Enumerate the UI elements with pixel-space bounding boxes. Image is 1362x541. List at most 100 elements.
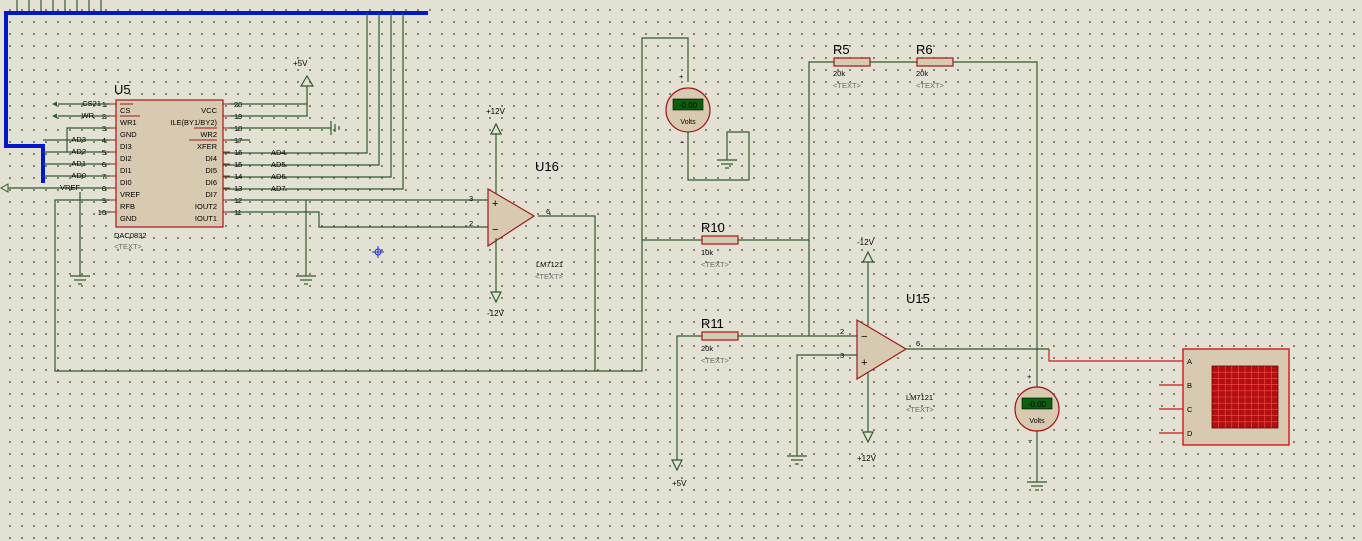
voltmeter-1-display: -0.00 xyxy=(679,101,698,110)
u16-vneg: -12V xyxy=(487,309,505,318)
voltmeter-2-plus: + xyxy=(1027,372,1032,381)
u5-pin4-num: 4 xyxy=(102,136,106,145)
probe-marker-icon[interactable] xyxy=(372,246,384,258)
u15-vtop: -12V xyxy=(857,238,875,247)
u15-pin-minus: 2 xyxy=(840,327,844,336)
net-ad3: AD3 xyxy=(71,135,86,144)
u15-ref: U15 xyxy=(906,291,930,306)
u16-vpos: +12V xyxy=(486,107,506,116)
u5-pin5-name: DI2 xyxy=(120,154,132,163)
u5-pin18-name: WR2 xyxy=(200,130,217,139)
r10-text: <TEXT> xyxy=(701,260,730,269)
resistor-r10[interactable]: R10 10k <TEXT> xyxy=(642,220,809,269)
net-ad1: AD1 xyxy=(71,159,86,168)
u5-pin6-name: DI1 xyxy=(120,166,132,175)
u15-part: LM7121 xyxy=(906,393,933,402)
scope-channel-c: C xyxy=(1187,405,1193,414)
plus5v-bottom-label: +5V xyxy=(672,479,687,488)
u5-pin12-name: IOUT2 xyxy=(195,202,217,211)
u5-pin17-name: XFER xyxy=(197,142,218,151)
voltmeter-2-unit: Volts xyxy=(1029,418,1045,425)
u5-pin11-name: IOUT1 xyxy=(195,214,217,223)
u5-pin7-name: DI0 xyxy=(120,178,132,187)
u15-pin-plus: 3 xyxy=(840,351,844,360)
u5-pin1-name: CS xyxy=(120,106,130,115)
vcc-plus5v-top[interactable]: +5V xyxy=(230,59,340,141)
scope-channel-a: A xyxy=(1187,357,1192,366)
r5-ref: R5 xyxy=(833,42,850,57)
svg-text:+: + xyxy=(861,357,867,369)
u5-pin6-num: 6 xyxy=(102,160,106,169)
r5-text: <TEXT> xyxy=(833,81,862,90)
u5-ref: U5 xyxy=(114,82,131,97)
net-wr: WR xyxy=(82,111,95,120)
r6-value: 20k xyxy=(916,69,928,78)
u5-pin13-name: DI7 xyxy=(205,190,217,199)
net-ad7: AD7 xyxy=(271,184,286,193)
u16-part: LM7121 xyxy=(536,260,563,269)
u16-text: <TEXT> xyxy=(535,272,564,281)
voltmeter-1[interactable]: -0.00 Volts + − xyxy=(665,72,750,181)
u5-part: DAC0832 xyxy=(114,231,147,240)
u5-pin8-name: VREF xyxy=(120,190,140,199)
r10-value: 10k xyxy=(701,248,713,257)
r5-value: 20k xyxy=(833,69,845,78)
u5-pin13-num: 13 xyxy=(234,184,242,193)
r11-value: 20k xyxy=(701,344,713,353)
voltmeter-1-unit: Volts xyxy=(680,119,696,126)
voltmeter-2-minus: − xyxy=(1028,436,1033,445)
net-ad5: AD5 xyxy=(271,160,286,169)
voltmeter-1-plus: + xyxy=(679,72,684,81)
u5-pin14-name: DI6 xyxy=(205,178,217,187)
voltmeter-2[interactable]: -0.00 Volts + − xyxy=(1014,372,1060,491)
voltmeter-1-minus: − xyxy=(680,138,685,147)
dac0832-u5[interactable]: U5 DAC0832 <TEXT> CS WR1 GND DI3 DI2 DI1… xyxy=(98,82,243,251)
svg-text:+: + xyxy=(492,198,498,210)
u5-pin10-name: GND xyxy=(120,214,137,223)
scope-screen-grid xyxy=(1212,366,1278,428)
voltmeter-2-display: -0.00 xyxy=(1028,400,1047,409)
svg-text:−: − xyxy=(861,331,867,343)
u5-text: <TEXT> xyxy=(114,242,143,251)
scope-channel-d: D xyxy=(1187,429,1193,438)
r11-ref: R11 xyxy=(701,316,724,331)
u15-vbot: +12V xyxy=(857,454,877,463)
u5-pin5-num: 5 xyxy=(102,148,106,157)
scope-channel-b: B xyxy=(1187,381,1192,390)
net-ad0: AD0 xyxy=(71,171,86,180)
u15-pin-out: 6 xyxy=(916,339,920,348)
u5-pin15-num: 15 xyxy=(234,160,242,169)
bus-taps-ad4-ad7 xyxy=(222,13,404,190)
u5-pin9-name: RFB xyxy=(120,202,135,211)
oscilloscope[interactable]: A B C D xyxy=(1048,348,1290,446)
u5-pin20-name: VCC xyxy=(201,106,217,115)
resistor-r11[interactable]: R11 20k <TEXT> +5V xyxy=(671,316,857,488)
plus5v-top-label: +5V xyxy=(293,59,308,68)
u5-right-net-labels: AD4 AD5 AD6 AD7 xyxy=(271,148,286,193)
bus-taps-ad0-ad3 xyxy=(43,139,110,177)
data-bus[interactable] xyxy=(4,11,428,183)
iout-wiring xyxy=(54,37,689,372)
u5-pin16-num: 16 xyxy=(234,148,242,157)
r6-ref: R6 xyxy=(916,42,933,57)
opamp-u15[interactable]: − + U15 LM7121 <TEXT> 2 3 6 -12V +12V xyxy=(787,238,1049,465)
net-ad4: AD4 xyxy=(271,148,286,157)
net-ad2: AD2 xyxy=(71,147,86,156)
u15-text: <TEXT> xyxy=(906,405,935,414)
u5-pin16-name: DI4 xyxy=(205,154,217,163)
net-ad6: AD6 xyxy=(271,172,286,181)
u5-left-net-labels: CS21 WR AD3 AD2 AD1 AD0 VREF xyxy=(0,99,110,285)
r10-ref: R10 xyxy=(701,220,725,235)
u5-pin14-num: 14 xyxy=(234,172,242,181)
u16-pin-plus: 3 xyxy=(469,194,473,203)
u16-pin-out: 6 xyxy=(546,207,550,216)
net-cs21: CS21 xyxy=(82,99,101,108)
resistor-r6[interactable]: R6 20k <TEXT> xyxy=(916,42,1038,388)
resistor-r5[interactable]: R5 20k <TEXT> xyxy=(808,42,917,336)
u5-pin19-name: ILE(BY1/BY2) xyxy=(170,118,217,127)
svg-text:−: − xyxy=(492,224,498,236)
opamp-u16[interactable]: + − U16 LM7121 <TEXT> 3 2 6 +12V -12V xyxy=(469,107,564,318)
u5-pin15-name: DI5 xyxy=(205,166,217,175)
